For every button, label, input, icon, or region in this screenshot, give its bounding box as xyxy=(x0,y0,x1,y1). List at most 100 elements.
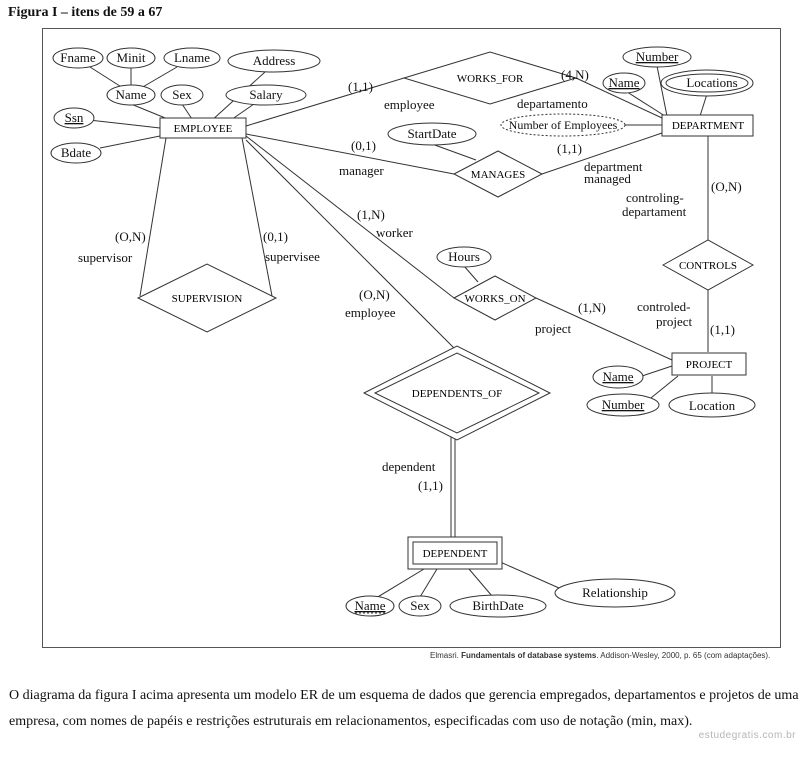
dependents-of-employee-cardinality: (O,N) xyxy=(359,287,390,302)
attribute-relationship-label: Relationship xyxy=(582,585,648,600)
manages-department-cardinality: (1,1) xyxy=(557,141,582,156)
relationship-manages-label: MANAGES xyxy=(471,169,525,181)
entity-employee: EMPLOYEE xyxy=(159,117,247,139)
attribute-relationship xyxy=(554,578,676,608)
attribute-lname xyxy=(163,47,221,69)
attribute-proj-name xyxy=(592,365,644,389)
attribute-bdate xyxy=(50,142,102,164)
attribute-dep-sex xyxy=(398,595,442,617)
attribute-proj-location-label: Location xyxy=(689,398,736,413)
controls-department-role-line1: controling- xyxy=(626,190,684,205)
relationship-works-for-label: WORKS_FOR xyxy=(457,73,524,85)
manages-employee-role: manager xyxy=(339,163,384,178)
manages-department-role-line1: department xyxy=(584,159,643,174)
attribute-salary-label: Salary xyxy=(249,87,283,102)
attribute-address xyxy=(227,49,321,73)
attribute-dept-number-label: Number xyxy=(636,49,679,64)
attribute-start-date-label: StartDate xyxy=(407,126,456,141)
attribute-proj-location xyxy=(668,392,756,418)
attribute-ssn-label: Ssn xyxy=(65,110,84,125)
controls-department-role-line2: departament xyxy=(622,204,687,219)
works-for-employee-cardinality: (1,1) xyxy=(348,79,373,94)
attribute-dept-name-label: Name xyxy=(608,75,639,90)
attribute-bdate-label: Bdate xyxy=(61,145,92,160)
works-on-project-cardinality: (1,N) xyxy=(578,300,606,315)
attribute-locations-label: Locations xyxy=(686,75,737,90)
multivalued-attribute-locations xyxy=(660,69,754,97)
works-for-department-cardinality: (4,N) xyxy=(561,67,589,82)
attribute-salary xyxy=(225,84,307,106)
manages-employee-cardinality: (0,1) xyxy=(351,138,376,153)
attribute-hours-label: Hours xyxy=(448,249,480,264)
works-on-project-role: project xyxy=(535,321,571,336)
weak-entity-dependent: DEPENDENT xyxy=(407,536,503,570)
attribute-sex xyxy=(160,84,204,106)
entity-department: DEPARTMENT xyxy=(661,114,754,137)
relationship-manages: MANAGES xyxy=(452,150,544,198)
attribute-dept-number xyxy=(622,46,692,68)
attribute-ssn xyxy=(53,107,95,129)
entity-project-label: PROJECT xyxy=(686,359,733,371)
works-on-employee-role: worker xyxy=(376,225,413,240)
relationship-works-on: WORKS_ON xyxy=(452,275,538,321)
entity-department-label: DEPARTMENT xyxy=(672,120,745,132)
supervision-supervisor-role: supervisor xyxy=(78,250,133,265)
supervision-supervisee-role: supervisee xyxy=(265,249,320,264)
relationship-works-for: WORKS_FOR xyxy=(402,51,578,105)
source-rest: . Addison-Wesley, 2000, p. 65 (com adapt… xyxy=(596,651,771,660)
attribute-fname xyxy=(52,47,104,69)
attribute-name-label: Name xyxy=(115,87,146,102)
identifying-relationship-dependents-of: DEPENDENTS_OF xyxy=(362,345,552,441)
relationship-supervision: SUPERVISION xyxy=(136,263,278,333)
figure-title: Figura I – itens de 59 a 67 xyxy=(8,5,163,20)
entity-dependent-label: DEPENDENT xyxy=(423,548,488,560)
relationship-dependents-of-label: DEPENDENTS_OF xyxy=(412,388,502,400)
attribute-proj-name-label: Name xyxy=(602,369,633,384)
controls-project-role-line1: controled- xyxy=(637,299,690,314)
relationship-controls-label: CONTROLS xyxy=(679,260,737,272)
attribute-dep-name xyxy=(345,595,395,617)
supervision-supervisor-cardinality: (O,N) xyxy=(115,229,146,244)
question-paragraph: O diagrama da figura I acima apresenta u… xyxy=(9,688,799,729)
controls-project-role-line2: project xyxy=(656,314,692,329)
relationship-controls: CONTROLS xyxy=(661,239,755,291)
attribute-lname-label: Lname xyxy=(174,50,210,65)
entity-employee-label: EMPLOYEE xyxy=(174,123,233,135)
attribute-address-label: Address xyxy=(253,53,296,68)
attribute-start-date xyxy=(387,122,477,146)
source-book: Fundamentals of database systems xyxy=(461,651,597,660)
attribute-dept-name xyxy=(602,72,646,94)
controls-department-cardinality: (O,N) xyxy=(711,179,742,194)
supervision-supervisee-cardinality: (0,1) xyxy=(263,229,288,244)
attribute-proj-number xyxy=(586,393,660,417)
attribute-dep-sex-label: Sex xyxy=(410,598,430,613)
dependents-of-dependent-role: dependent xyxy=(382,459,436,474)
works-for-employee-role: employee xyxy=(384,97,435,112)
entity-project: PROJECT xyxy=(671,352,747,376)
dependents-of-employee-role: employee xyxy=(345,305,396,320)
works-for-department-role: departamento xyxy=(517,96,588,111)
controls-project-cardinality: (1,1) xyxy=(710,322,735,337)
attribute-fname-label: Fname xyxy=(60,50,96,65)
watermark: estudegratis.com.br xyxy=(698,730,796,741)
attribute-birth-date-label: BirthDate xyxy=(472,598,523,613)
relationship-works-on-label: WORKS_ON xyxy=(464,293,525,305)
works-on-employee-cardinality: (1,N) xyxy=(357,207,385,222)
manages-department-role-line2: managed xyxy=(584,171,631,186)
attribute-birth-date xyxy=(449,594,547,618)
attribute-num-employees-label: Number of Employees xyxy=(509,118,618,132)
source-author: Elmasri. xyxy=(430,651,459,660)
attribute-hours xyxy=(436,246,492,268)
attribute-minit xyxy=(106,47,156,69)
derived-attribute-number-of-employees xyxy=(500,113,626,137)
attribute-proj-number-label: Number xyxy=(602,397,645,412)
attribute-sex-label: Sex xyxy=(172,87,192,102)
dependents-of-dependent-cardinality: (1,1) xyxy=(418,478,443,493)
figure-source: Elmasri. Fundamentals of database system… xyxy=(430,651,770,660)
relationship-supervision-label: SUPERVISION xyxy=(172,293,243,305)
attribute-name xyxy=(106,84,156,106)
attribute-dep-name-label: Name xyxy=(354,598,385,613)
attribute-minit-label: Minit xyxy=(117,50,146,65)
diagram-frame xyxy=(42,28,781,648)
